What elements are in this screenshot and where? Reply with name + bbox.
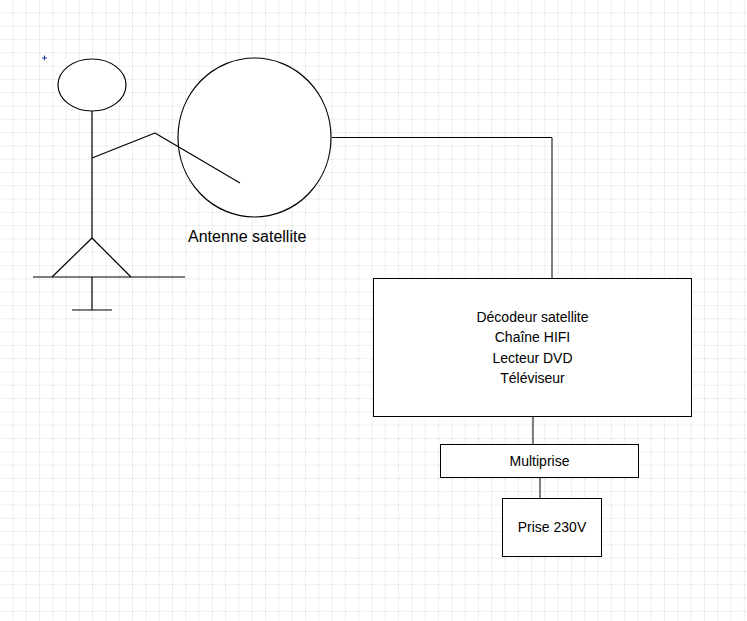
cursor-mark: [42, 56, 47, 61]
device-box: Multiprise: [440, 444, 639, 478]
device-label: Multiprise: [510, 451, 570, 471]
antenna-dish: Antenne satellite: [177, 57, 332, 218]
dish-arm: [155, 133, 240, 183]
device-label: Téléviseur: [500, 368, 565, 388]
dish-circle: [178, 58, 331, 217]
device-label: Prise 230V: [518, 517, 586, 537]
cable-line: [332, 138, 552, 279]
device-label: Lecteur DVD: [492, 348, 572, 368]
antenna-label: Antenne satellite: [188, 225, 306, 248]
device-label: Chaîne HIFI: [495, 327, 570, 347]
cable-line: [540, 478, 541, 498]
device-box: Prise 230V: [502, 498, 602, 557]
stick-figure: [33, 59, 185, 310]
dish-outline: [177, 57, 332, 218]
device-box: Décodeur satelliteChaîne HIFILecteur DVD…: [373, 278, 692, 417]
cable-line: [533, 417, 534, 444]
device-label: Décodeur satellite: [476, 307, 588, 327]
